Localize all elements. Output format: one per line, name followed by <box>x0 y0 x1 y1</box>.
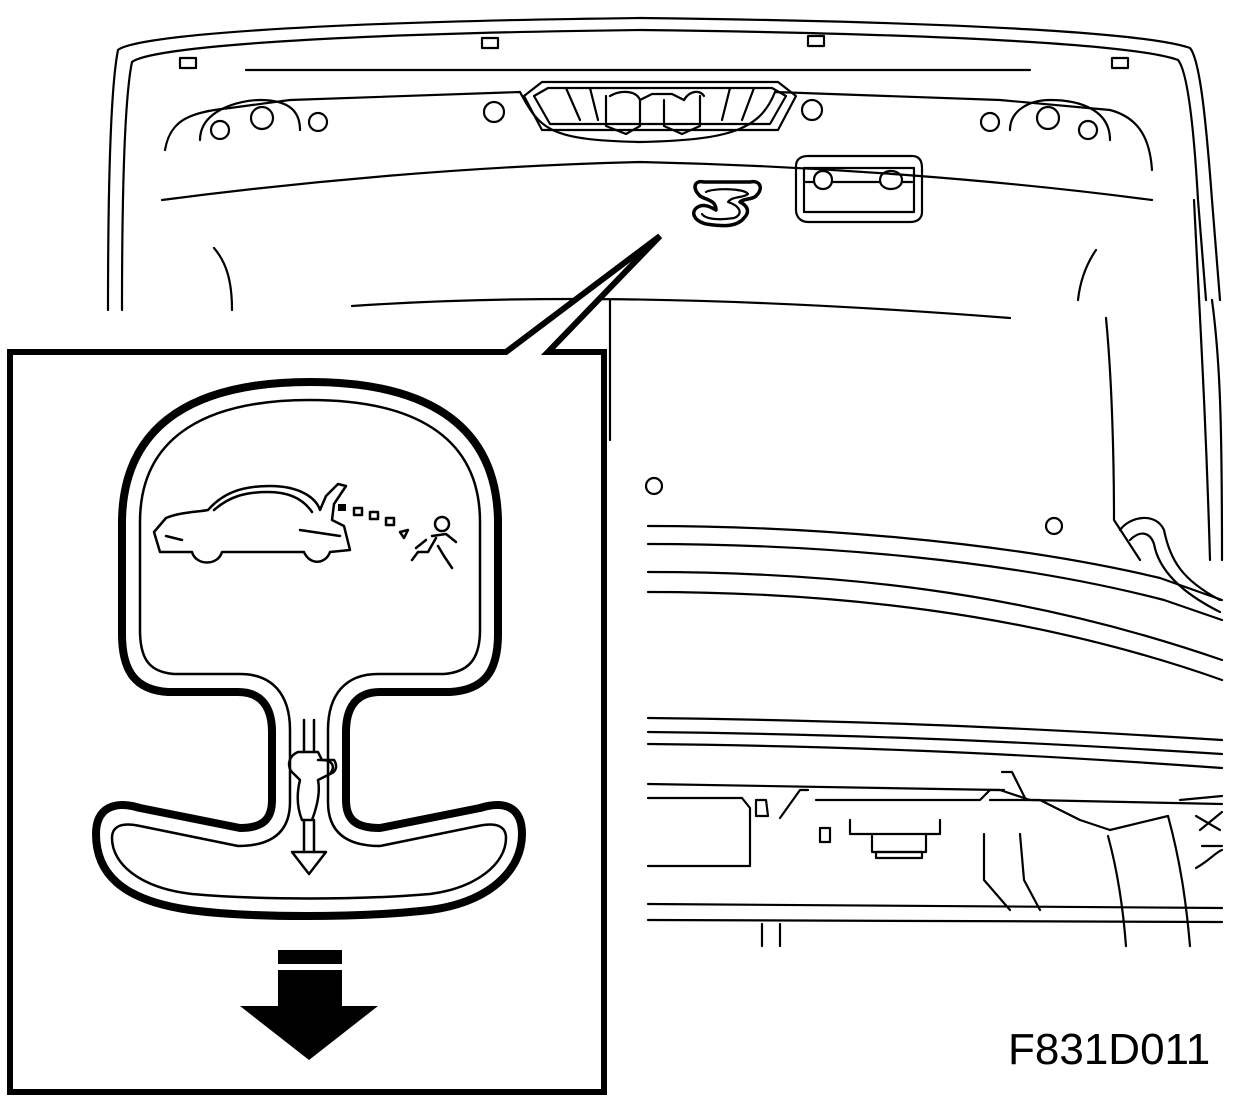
trunk-lid-panel <box>106 16 1224 948</box>
pull-hand-icon <box>287 718 338 876</box>
down-arrow-icon <box>240 950 378 1060</box>
release-handle-small <box>692 179 762 228</box>
figure-code-label: F831D011 <box>1008 1025 1211 1074</box>
trunk-release-handle-icon <box>92 378 526 920</box>
callout-inset <box>7 233 663 1095</box>
open-trunk-escape-pictogram-icon <box>152 482 458 570</box>
